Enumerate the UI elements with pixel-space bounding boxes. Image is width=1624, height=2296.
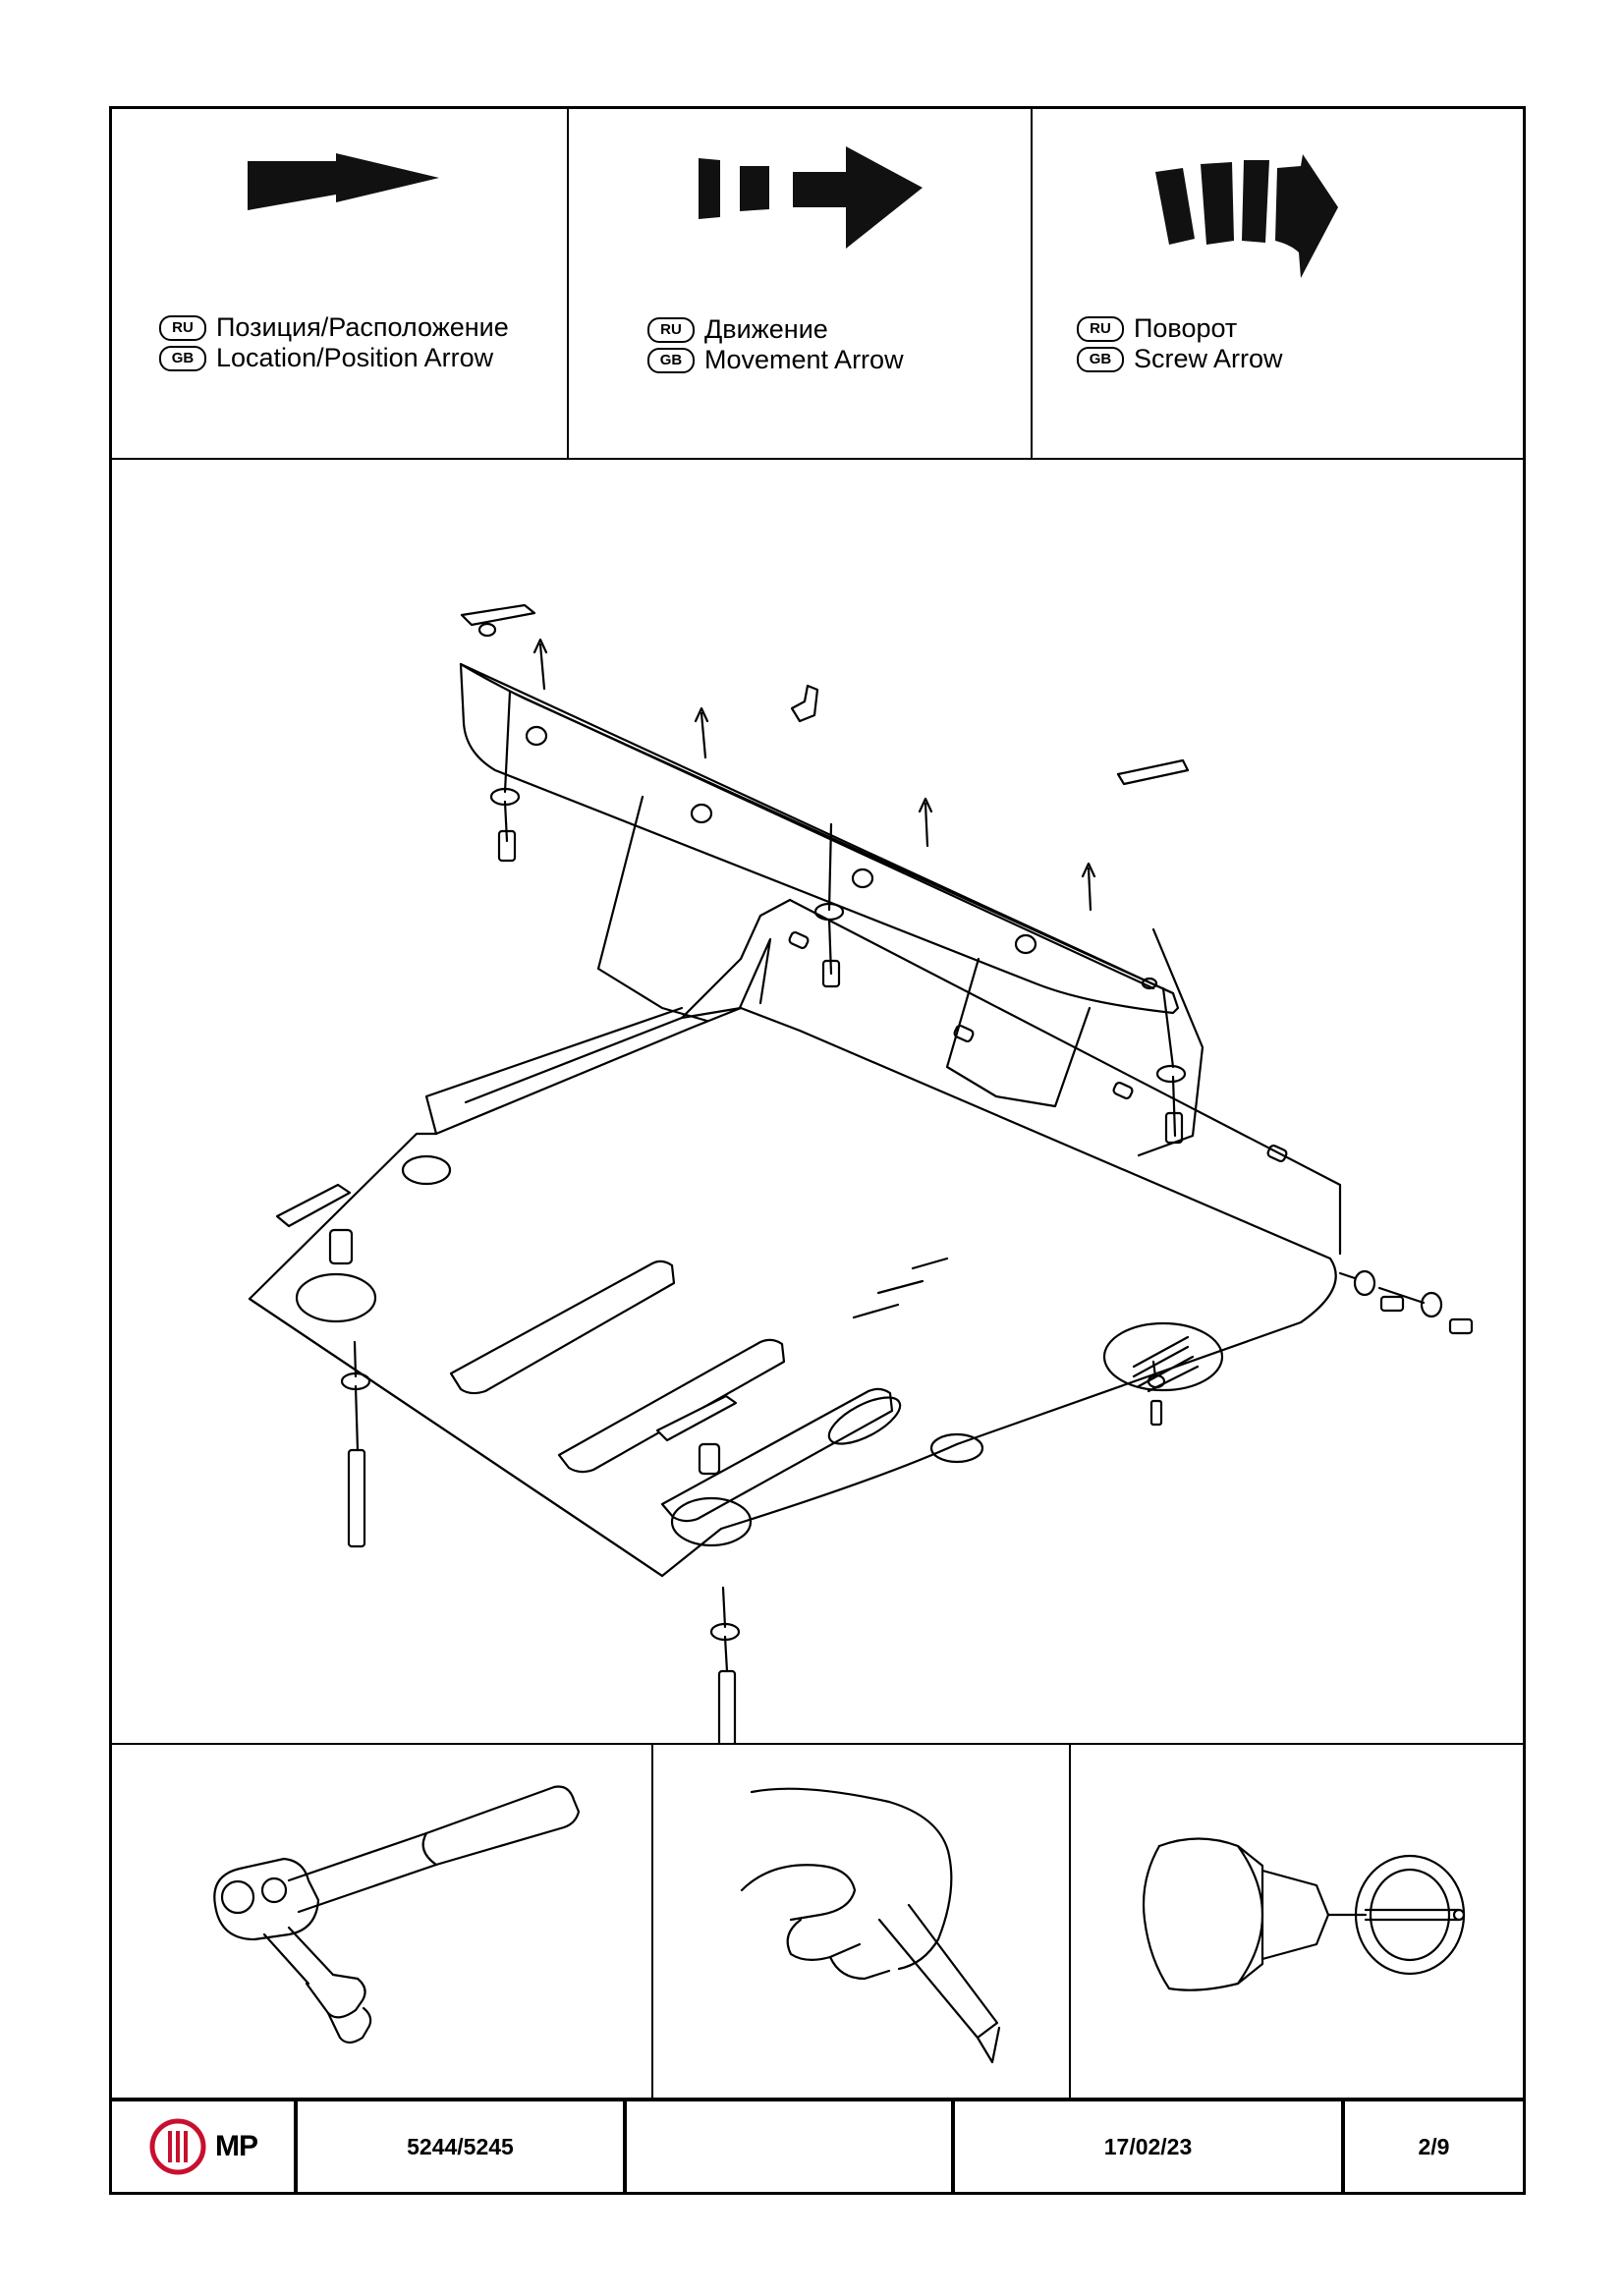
gb-badge: GB [1077, 346, 1124, 372]
legend-gb-text: Movement Arrow [704, 345, 904, 374]
section-divider [112, 1743, 1523, 1745]
tool-cell-wrench [112, 1743, 651, 2097]
page-frame: RU Позиция/Расположение GB Location/Positi… [109, 106, 1526, 2195]
legend-cell-location: RU Позиция/Расположение GB Location/Positi… [112, 109, 567, 458]
legend-gb-text: Location/Position Arrow [216, 343, 494, 372]
mp-logo-icon [149, 2118, 206, 2175]
legend-divider [567, 109, 569, 458]
page-number: 2/9 [1418, 2133, 1450, 2159]
tool-cell-drill [1071, 1743, 1523, 2097]
screw-arrow-icon [1155, 154, 1338, 278]
gb-badge: GB [159, 345, 206, 371]
tools-divider [1069, 1743, 1071, 2098]
legend-ru-text: Движение [704, 314, 828, 344]
legend-cell-movement: RU Движение GB Movement Arrow [569, 109, 1031, 458]
ratchet-wrench-icon [213, 1785, 581, 2044]
legend-cell-screw: RU Поворот GB Screw Arrow [1033, 109, 1523, 458]
logo-text: MP [215, 2130, 258, 2162]
skid-plate-assembly-diagram [248, 603, 1474, 1743]
gb-badge: GB [647, 347, 695, 373]
date: 17/02/23 [1103, 2133, 1193, 2159]
utility-knife-icon [740, 1787, 1001, 2064]
blank-field [627, 2101, 951, 2192]
section-divider [112, 458, 1523, 460]
location-position-arrow-icon [248, 153, 439, 210]
tools-divider [651, 1743, 653, 2098]
legend-ru-text: Поворот [1134, 313, 1238, 343]
legend-gb-text: Screw Arrow [1134, 344, 1283, 373]
legend-divider [1031, 109, 1033, 458]
ru-badge: RU [1077, 315, 1124, 342]
legend-ru-text: Позиция/Расположение [216, 312, 509, 342]
part-number: 5244/5245 [407, 2133, 514, 2159]
tool-cell-knife [653, 1743, 1069, 2097]
title-block: MP 5244/5245 17/02/23 2/9 [112, 2098, 1523, 2192]
ru-badge: RU [159, 314, 206, 341]
drill-hole-saw-icon [1142, 1837, 1466, 1991]
ru-badge: RU [647, 316, 695, 343]
logo: MP [112, 2101, 294, 2192]
movement-arrow-icon [699, 146, 923, 249]
